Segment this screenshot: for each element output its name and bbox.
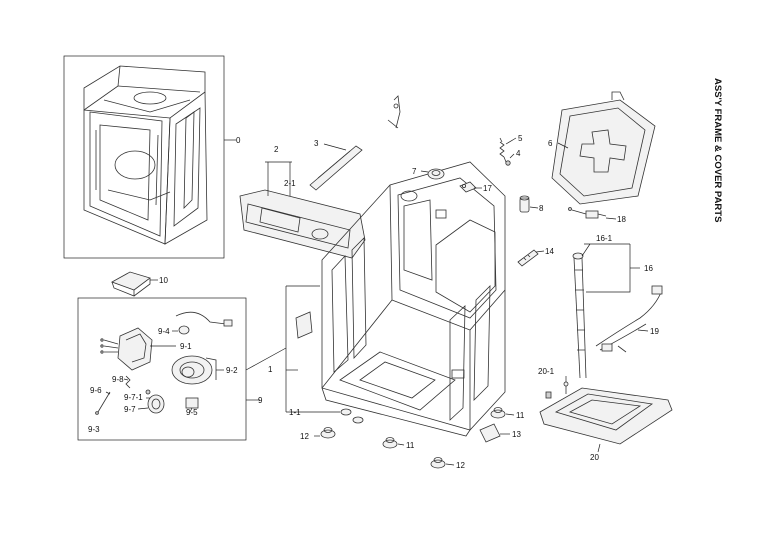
callout-2: 2 [274, 145, 279, 154]
control-panel-part [239, 189, 366, 259]
callout-9-2: 9-2 [226, 366, 238, 375]
callout-16: 16 [644, 264, 653, 273]
door-lock-inset-box [77, 297, 247, 441]
callout-11-center: 11 [406, 441, 415, 450]
callout-9-3: 9-3 [88, 425, 100, 434]
callout-0: 0 [236, 136, 241, 145]
callout-1-1: 1-1 [289, 408, 301, 417]
callout-9-8: 9-8 [112, 375, 124, 384]
part-13-component [479, 423, 501, 443]
callout-9: 9 [258, 396, 263, 405]
top-cover-part [551, 91, 656, 205]
callout-1: 1 [268, 365, 273, 374]
callout-9-1: 9-1 [180, 342, 192, 351]
callout-17: 17 [483, 184, 492, 193]
spring-hook-part [387, 95, 401, 129]
hinge-bracket-part [295, 311, 313, 339]
callout-19: 19 [650, 327, 659, 336]
callout-20: 20 [590, 453, 599, 462]
hose-part-16-1 [572, 252, 587, 379]
part-17-component [459, 181, 477, 193]
top-bracket-part [309, 145, 363, 191]
callout-3: 3 [314, 139, 319, 148]
part-10-component [111, 271, 151, 297]
frame-assembly-inset [63, 55, 225, 259]
callout-9-6: 9-6 [90, 386, 102, 395]
callout-6: 6 [548, 139, 553, 148]
door-lock-assembly [95, 311, 233, 415]
callout-10: 10 [159, 276, 168, 285]
callout-12-left: 12 [300, 432, 309, 441]
callout-13: 13 [512, 430, 521, 439]
part-18-component [568, 207, 607, 219]
wire-harness-part [595, 285, 663, 353]
adjustable-feet [320, 407, 506, 469]
callout-12-right: 12 [456, 461, 465, 470]
main-cabinet-part [321, 161, 506, 437]
callout-4: 4 [516, 149, 521, 158]
callout-7: 7 [412, 167, 417, 176]
callout-18: 18 [617, 215, 626, 224]
spring-part-5 [499, 137, 511, 166]
base-frame-part [539, 381, 673, 445]
callout-14: 14 [545, 247, 554, 256]
callout-9-7: 9-7 [124, 405, 136, 414]
callout-20-1: 20-1 [538, 367, 555, 376]
callout-2-1: 2-1 [284, 179, 296, 188]
part-7-component [427, 168, 445, 180]
callout-9-7-1: 9-7-1 [124, 393, 143, 402]
callout-5: 5 [518, 134, 523, 143]
callout-9-4: 9-4 [158, 327, 170, 336]
callout-9-5: 9-5 [186, 408, 198, 417]
part-8-component [519, 195, 530, 213]
part-14-component [517, 249, 539, 267]
callout-11-right: 11 [516, 411, 525, 420]
diagram-title: ASS'Y FRAME & COVER PARTS [712, 78, 723, 222]
callout-16-1: 16-1 [596, 234, 613, 243]
callout-8: 8 [539, 204, 544, 213]
